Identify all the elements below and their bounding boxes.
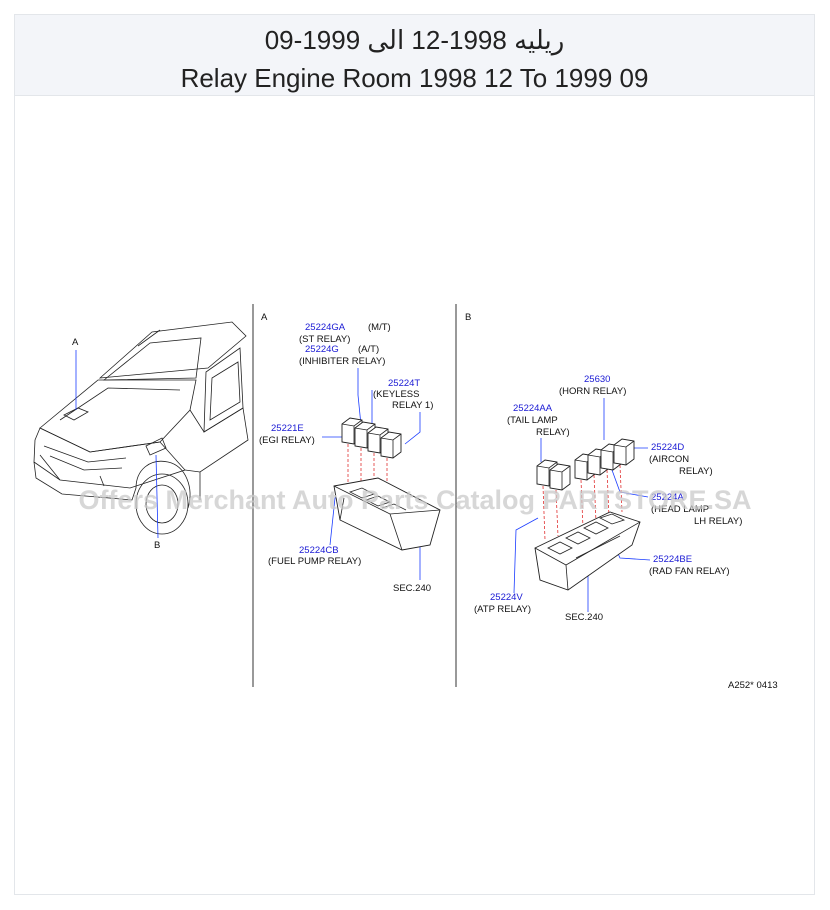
section-reference-b: SEC.240	[565, 612, 603, 623]
car-label-b: B	[154, 540, 160, 551]
title-header: ريليه 1998-12 الى 1999-09 Relay Engine R…	[15, 15, 814, 96]
part-number-25224V[interactable]: 25224V	[490, 592, 523, 603]
part-desc-head-lamp-lh-relay: LH RELAY)	[694, 516, 742, 527]
relay-block-b	[534, 511, 641, 591]
page-title-arabic: ريليه 1998-12 الى 1999-09	[264, 25, 565, 55]
part-desc-inhibiter-relay: (INHIBITER RELAY)	[299, 356, 385, 367]
part-number-25221E[interactable]: 25221E	[271, 423, 304, 434]
part-desc-relay-1: RELAY 1)	[392, 400, 433, 411]
panel-a: A 25224GA (M/T) (ST RELAY) 25224G (A/T) …	[259, 312, 441, 594]
car-label-a: A	[72, 337, 79, 348]
panel-b: B 25630 (HORN RELAY) 25224AA (TAIL LAMP …	[465, 312, 742, 623]
part-number-25224T[interactable]: 25224T	[388, 378, 420, 389]
part-desc-atp-relay: (ATP RELAY)	[474, 604, 531, 615]
part-desc-fuel-pump-relay: (FUEL PUMP RELAY)	[268, 556, 361, 567]
vehicle-illustration: A B	[33, 321, 249, 551]
part-note-at: (A/T)	[358, 344, 379, 355]
part-number-25224AA[interactable]: 25224AA	[513, 403, 553, 414]
relay-cluster-b	[536, 438, 635, 491]
panel-b-label: B	[465, 312, 471, 323]
part-number-25224G[interactable]: 25224G	[305, 344, 339, 355]
part-number-25224CB[interactable]: 25224CB	[299, 545, 339, 556]
part-note-mt: (M/T)	[368, 322, 391, 333]
part-desc-head-lamp: (HEAD LAMP	[651, 504, 709, 515]
watermark-text: Offers Merchant Auto Parts Catalog PARTS…	[78, 485, 751, 515]
part-desc-tail-lamp-relay: RELAY)	[536, 427, 570, 438]
part-desc-egi-relay: (EGI RELAY)	[259, 435, 315, 446]
part-desc-tail-lamp: (TAIL LAMP	[507, 415, 558, 426]
part-number-25224BE[interactable]: 25224BE	[653, 554, 692, 565]
part-desc-st-relay: (ST RELAY)	[299, 334, 350, 345]
part-desc-aircon-relay: RELAY)	[679, 466, 713, 477]
relay-cluster-a	[341, 417, 402, 459]
part-desc-keyless: (KEYLESS	[373, 389, 419, 400]
diagram-code: A252* 0413	[728, 680, 778, 691]
content-card: ريليه 1998-12 الى 1999-09 Relay Engine R…	[14, 14, 815, 895]
part-number-25630[interactable]: 25630	[584, 374, 610, 385]
part-desc-aircon: (AIRCON	[649, 454, 689, 465]
panel-a-label: A	[261, 312, 268, 323]
part-desc-rad-fan-relay: (RAD FAN RELAY)	[649, 566, 730, 577]
part-number-25224GA[interactable]: 25224GA	[305, 322, 346, 333]
part-desc-horn-relay: (HORN RELAY)	[559, 386, 626, 397]
section-reference-a: SEC.240	[393, 583, 431, 594]
relay-block-a	[333, 477, 441, 551]
part-number-25224D[interactable]: 25224D	[651, 442, 684, 453]
part-number-25224A[interactable]: 25224A	[651, 492, 684, 503]
page-title-english: Relay Engine Room 1998 12 To 1999 09	[180, 63, 649, 93]
